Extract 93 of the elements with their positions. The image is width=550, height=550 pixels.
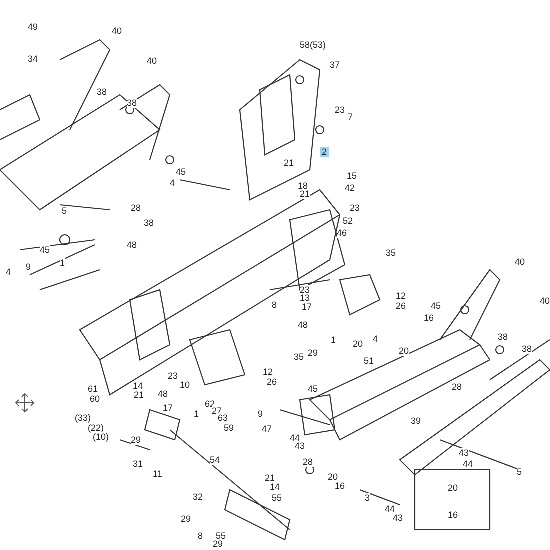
callout-number: 46 (337, 228, 348, 238)
callout-number: 40 (147, 56, 158, 66)
callout-number: 29 (308, 348, 318, 358)
callout-number: 45 (176, 167, 186, 177)
callout-number: 23 (350, 203, 360, 213)
callout-number: 38 (522, 344, 532, 354)
callout-number: 17 (163, 403, 174, 413)
callout-number: 13 (300, 293, 310, 303)
callout-number: 5 (517, 467, 522, 477)
callout-number: 1 (194, 409, 200, 419)
callout-number: 2 (320, 147, 330, 157)
callout-number: 12 (263, 367, 274, 377)
callout-number: 16 (448, 510, 458, 520)
callout-number: 55 (272, 493, 282, 503)
callout-number: 9 (26, 262, 32, 272)
callout-number: 28 (303, 457, 314, 467)
callout-number: 34 (28, 54, 38, 64)
callout-number: 61 (88, 384, 98, 394)
callout-number: 38 (97, 87, 108, 97)
callout-number: 4 (170, 178, 176, 188)
callout-number: 48 (298, 320, 308, 330)
callout-number: 23 (168, 371, 178, 381)
callout-number: 39 (411, 416, 422, 426)
callout-number: 48 (127, 240, 138, 250)
callout-number: 21 (284, 158, 294, 168)
callout-number: 63 (218, 413, 228, 423)
callout-number: 28 (452, 382, 462, 392)
callout-number: 29 (131, 435, 142, 445)
callout-number: 38 (144, 218, 154, 228)
callout-number: 21 (300, 189, 310, 199)
callout-number: 42 (345, 183, 356, 193)
callout-number: 17 (302, 302, 312, 312)
callout-number: 44 (463, 459, 474, 469)
callout-number: 59 (224, 423, 234, 433)
callout-number: 14 (133, 381, 144, 391)
callout-number: 11 (153, 469, 162, 479)
callout-number: 20 (448, 483, 458, 493)
callout-number: 28 (131, 203, 142, 213)
callout-number: 44 (290, 433, 300, 443)
callout-number: (10) (93, 432, 110, 442)
callout-number: 5 (62, 206, 68, 216)
callout-number: 51 (364, 356, 374, 366)
callout-number: 8 (272, 300, 278, 310)
callout-number: 21 (265, 473, 276, 483)
callout-number: 47 (262, 424, 272, 434)
callout-number: 52 (343, 216, 354, 226)
callout-number: 40 (540, 296, 550, 306)
callout-number: 8 (198, 531, 204, 541)
callout-number: 20 (328, 472, 338, 482)
callout-number: 3 (365, 493, 370, 503)
callout-number: 4 (373, 334, 378, 344)
callout-number: 26 (396, 301, 406, 311)
callout-number: 43 (295, 441, 306, 451)
callout-number: 21 (134, 390, 144, 400)
callout-number: 14 (270, 482, 280, 492)
callout-number: 40 (515, 257, 526, 267)
callout-number: 23 (335, 105, 346, 115)
callout-number: 45 (40, 245, 50, 255)
callout-number: 7 (348, 112, 354, 122)
callout-number: 32 (193, 492, 204, 502)
callout-number: 29 (181, 514, 192, 524)
callout-number: 43 (393, 513, 404, 523)
callout-number: 29 (213, 539, 224, 549)
callout-number: 1 (331, 335, 336, 345)
callout-number: 37 (330, 60, 340, 70)
callout-number: 12 (396, 291, 406, 301)
callout-number: 16 (424, 313, 434, 323)
callout-number: 45 (431, 301, 442, 311)
callout-number: 4 (6, 267, 12, 277)
callout-number: 38 (498, 332, 508, 342)
callout-number: 26 (267, 377, 278, 387)
callout-number: 20 (399, 346, 410, 356)
callout-number: 40 (112, 26, 122, 36)
callout-number: 58(53) (300, 40, 326, 50)
callout-number: 60 (90, 394, 100, 404)
callout-number: 15 (347, 171, 358, 181)
callout-number: (22) (88, 423, 104, 433)
callout-number: 9 (258, 409, 264, 419)
callout-number: 45 (308, 384, 318, 394)
callout-number: 20 (353, 339, 364, 349)
callout-number: 49 (28, 22, 38, 32)
callout-number: 38 (127, 98, 138, 108)
callout-number: 35 (294, 352, 304, 362)
callout-number: 31 (133, 459, 144, 469)
callout-number: 16 (335, 481, 346, 491)
callout-number: (33) (75, 413, 92, 423)
callout-number: 48 (158, 389, 168, 399)
callout-number: 54 (210, 455, 220, 465)
callout-number: 44 (385, 504, 396, 514)
callout-number: 10 (180, 380, 190, 390)
callout-number: 43 (459, 448, 470, 458)
callout-number: 35 (386, 248, 396, 258)
callout-number: 1 (60, 258, 66, 268)
